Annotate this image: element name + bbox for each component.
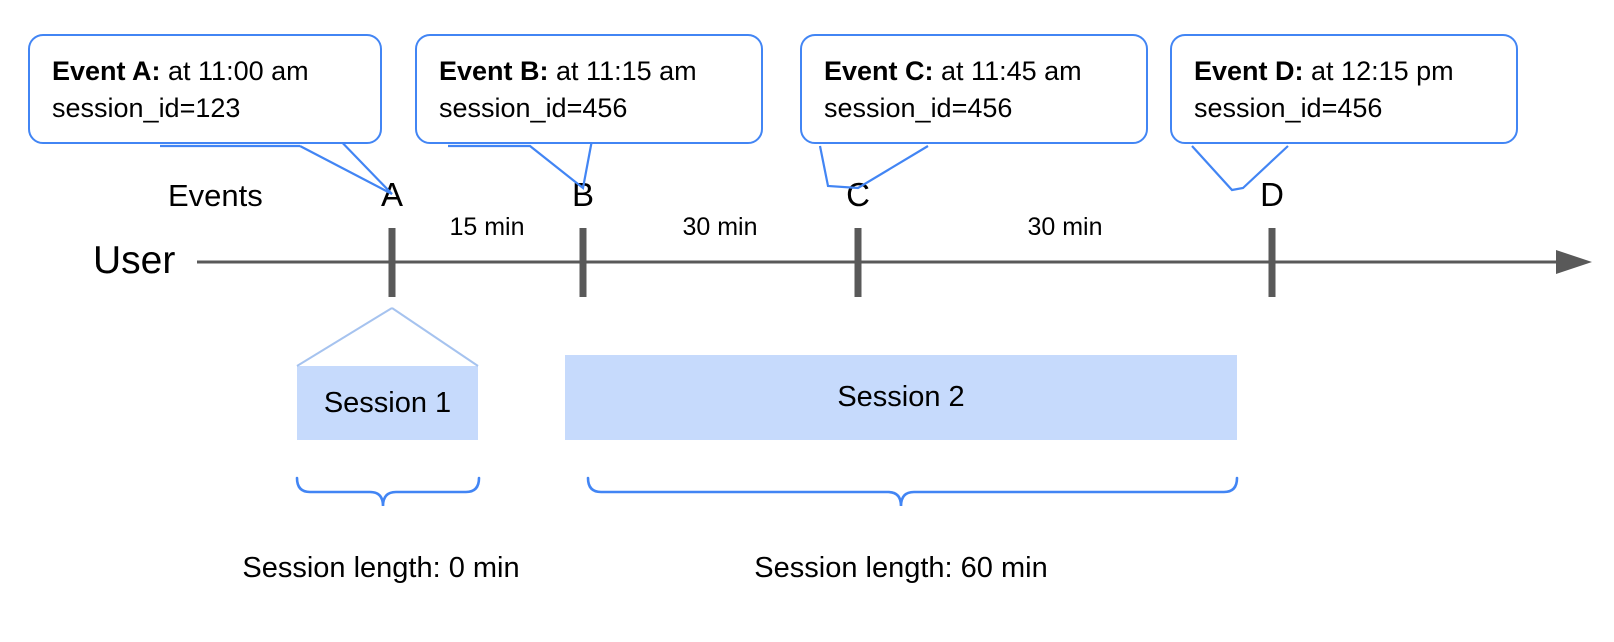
- session-block-1: Session 1: [297, 366, 478, 440]
- callout-event-c-label: Event C:: [824, 56, 934, 86]
- callout-tail-event-c: [818, 145, 929, 190]
- gap-label-b-c: 30 min: [682, 213, 758, 241]
- callout-event-d: Event D: at 12:15 pm session_id=456: [1170, 34, 1518, 144]
- callout-event-c-session-id: session_id=456: [824, 93, 1013, 124]
- session-block-2-label: Session 2: [837, 381, 965, 413]
- callout-event-d-session-id: session_id=456: [1194, 93, 1383, 124]
- row-label-events: Events: [168, 178, 263, 213]
- callout-event-d-label: Event D:: [1194, 56, 1304, 86]
- tick-letter-d: D: [1260, 176, 1284, 213]
- callout-event-b-session-id: session_id=456: [439, 93, 628, 124]
- session-2-brace: [586, 476, 1239, 507]
- session-1-connector: [296, 307, 479, 367]
- gap-label-c-d: 30 min: [1027, 213, 1103, 241]
- gap-label-a-b: 15 min: [449, 213, 525, 241]
- callout-tail-event-b: [448, 139, 594, 190]
- session-block-1-label: Session 1: [323, 386, 452, 419]
- callout-event-a-label: Event A:: [52, 56, 161, 86]
- session-block-2: Session 2: [565, 355, 1237, 440]
- tick-letter-c: C: [846, 176, 870, 213]
- row-label-user: User: [93, 239, 176, 282]
- callout-event-b-time: at 11:15 am: [548, 56, 697, 86]
- callout-event-c-time: at 11:45 am: [933, 56, 1082, 86]
- session-1-brace: [295, 476, 481, 507]
- timeline-axis: [197, 250, 1592, 274]
- callout-event-d-time: at 12:15 pm: [1303, 56, 1454, 86]
- tick-letter-b: B: [571, 176, 595, 213]
- callout-event-b-label: Event B:: [439, 56, 549, 86]
- callout-event-c: Event C: at 11:45 am session_id=456: [800, 34, 1148, 144]
- callout-event-a-time: at 11:00 am: [160, 56, 309, 86]
- callout-event-b: Event B: at 11:15 am session_id=456: [415, 34, 763, 144]
- tick-letter-a: A: [380, 176, 404, 213]
- callout-event-a-session-id: session_id=123: [52, 93, 241, 124]
- session-2-length-caption: Session length: 60 min: [754, 552, 1048, 584]
- callout-event-a: Event A: at 11:00 am session_id=123: [28, 34, 382, 144]
- session-1-length-caption: Session length: 0 min: [242, 552, 520, 584]
